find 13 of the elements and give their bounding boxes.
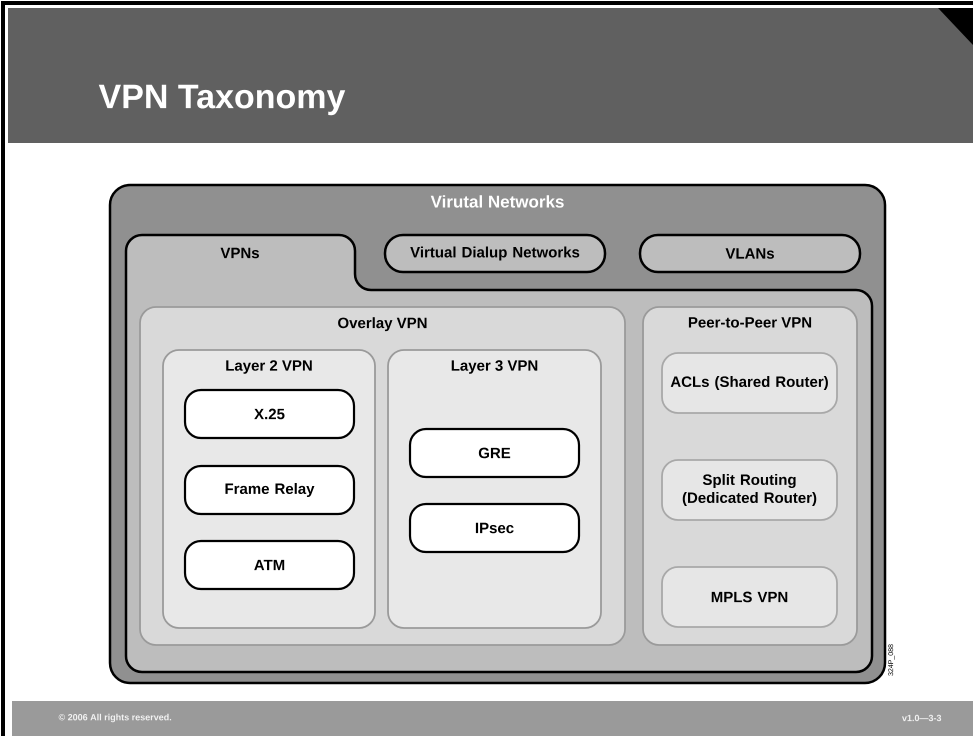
item-box: MPLS VPN xyxy=(661,566,838,628)
pill-box: Virtual Dialup Networks xyxy=(384,234,606,274)
copyright-note: © 2006 All rights reserved. xyxy=(58,714,172,722)
item-box: ATM xyxy=(184,540,356,590)
item-box: Frame Relay xyxy=(184,464,356,516)
page-number: v1.0—3-3 xyxy=(902,714,942,722)
item-box: X.25 xyxy=(184,388,356,440)
item-box: IPsec xyxy=(408,502,580,554)
slide-title: VPN Taxonomy xyxy=(98,84,346,116)
item-box: Split Routing (Dedicated Router) xyxy=(661,459,838,521)
item-box: ACLs (Shared Router) xyxy=(661,352,838,414)
item-box: GRE xyxy=(408,428,580,478)
pill-box: VLANs xyxy=(638,234,862,274)
